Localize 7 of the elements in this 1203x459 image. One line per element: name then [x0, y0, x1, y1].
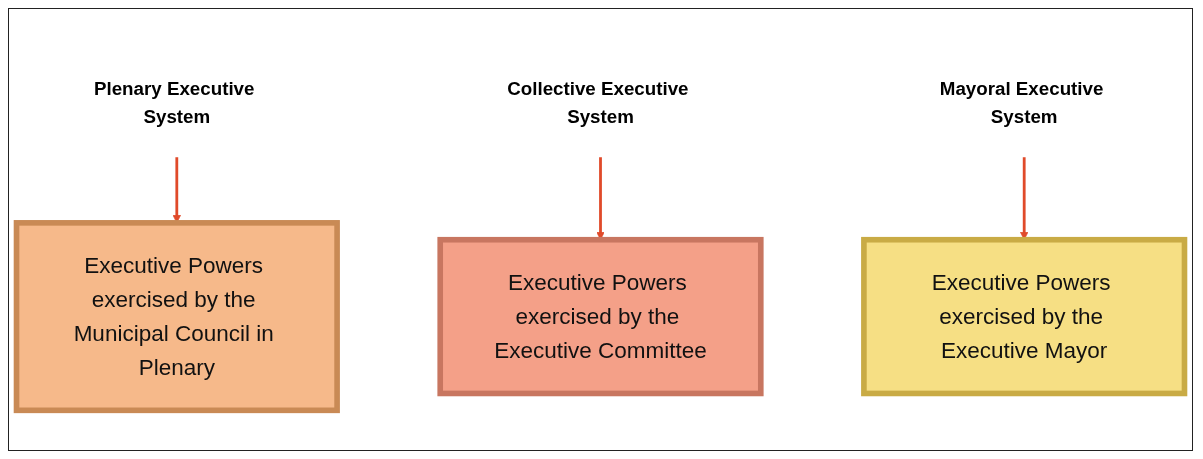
- diagram-frame: Plenary Executive System Collective Executive System Mayoral Executive System Executive Powers exercised by the Municipal Council in Plenary Executive Powers exercised by the Executive Committee Executive Powers exercised by the Executive Mayor: [8, 8, 1193, 451]
- node-box: [861, 237, 1188, 397]
- node-text: Mayoral Executive System: [939, 78, 1104, 128]
- node-text: Plenary Executive System: [93, 78, 255, 128]
- node-box: [13, 220, 340, 414]
- node-box: [437, 237, 764, 397]
- node-text: Collective Executive System: [507, 78, 689, 128]
